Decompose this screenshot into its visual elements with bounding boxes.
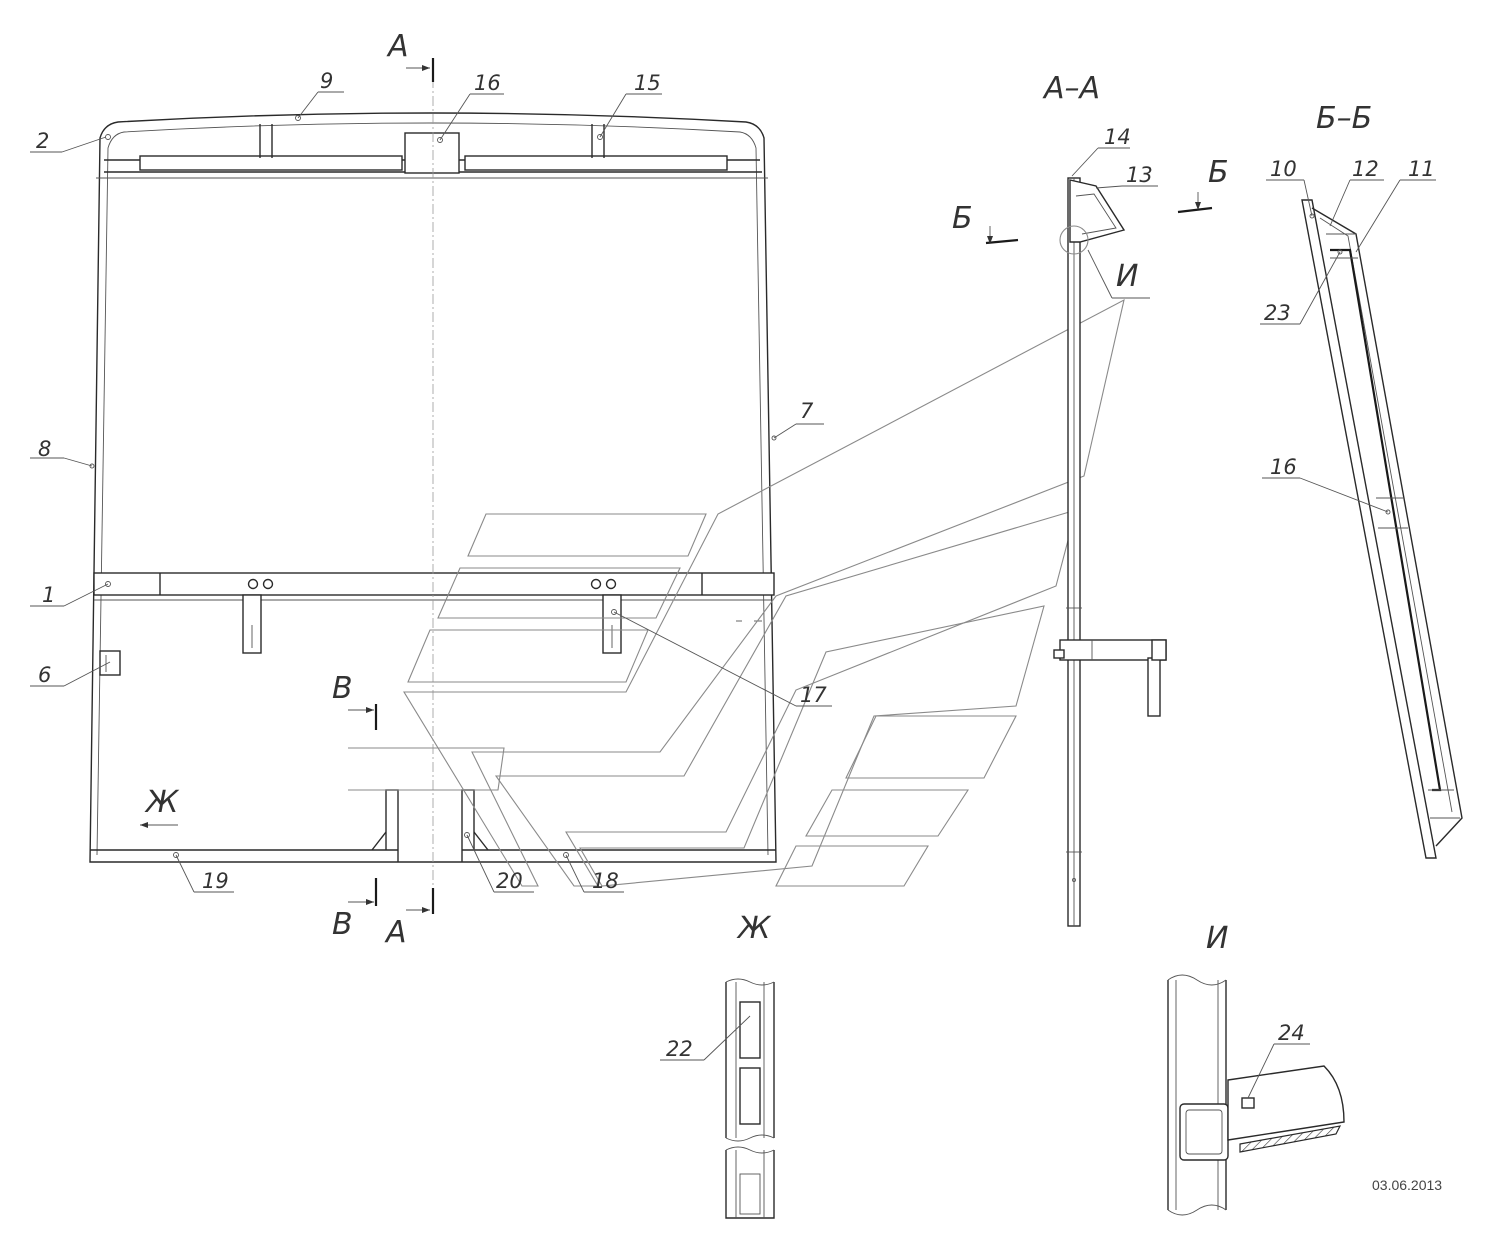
section-v-bottom: В — [332, 907, 353, 942]
section-v-top: В — [332, 671, 353, 706]
callout-2: 2 — [36, 129, 49, 153]
callout-12: 12 — [1352, 157, 1379, 181]
callout-14: 14 — [1104, 125, 1131, 149]
callout-15: 15 — [634, 71, 661, 95]
section-bb-view — [1301, 199, 1463, 859]
callout-7: 7 — [800, 399, 814, 423]
view-i-title: И — [1206, 921, 1228, 956]
chevron-stripes — [348, 298, 1125, 887]
callout-13: 13 — [1126, 163, 1153, 187]
section-a-bottom: А — [384, 915, 407, 950]
callout-16-bb: 16 — [1270, 455, 1297, 479]
callout-20: 20 — [496, 869, 523, 893]
section-aa-view — [985, 177, 1213, 927]
callout-11: 11 — [1408, 157, 1435, 181]
section-marks — [140, 58, 435, 914]
section-a-top: А — [386, 29, 409, 64]
callout-1: 1 — [42, 583, 55, 607]
callout-23: 23 — [1264, 301, 1291, 325]
section-letters: А А В В Б Б Ж А–А Б–Б Ж И И — [144, 29, 1372, 956]
callout-10: 10 — [1270, 157, 1297, 181]
section-b-left: Б — [952, 201, 973, 236]
view-zh — [725, 978, 775, 1219]
leader-lines — [30, 91, 1436, 1099]
callout-8: 8 — [38, 437, 51, 461]
callout-9: 9 — [320, 69, 333, 93]
view-zh-arrow-label: Ж — [144, 785, 180, 820]
section-aa-title: А–А — [1042, 71, 1100, 106]
section-bb-title: Б–Б — [1316, 101, 1372, 136]
callout-18: 18 — [592, 869, 619, 893]
detail-i-mark: И — [1116, 259, 1138, 294]
detail-i-view — [1167, 974, 1345, 1216]
callout-16: 16 — [474, 71, 501, 95]
section-b-right: Б — [1208, 155, 1229, 190]
main-view-frame — [89, 60, 777, 910]
callout-22: 22 — [666, 1037, 693, 1061]
callout-17: 17 — [800, 683, 827, 707]
view-zh-title: Ж — [736, 911, 772, 946]
callout-19: 19 — [202, 869, 229, 893]
callout-6: 6 — [38, 663, 51, 687]
callout-24: 24 — [1278, 1021, 1305, 1045]
callout-labels: 2 9 16 15 8 7 1 6 17 19 20 18 14 13 10 1… — [36, 69, 1435, 1061]
drawing-date: 03.06.2013 — [1372, 1177, 1442, 1193]
